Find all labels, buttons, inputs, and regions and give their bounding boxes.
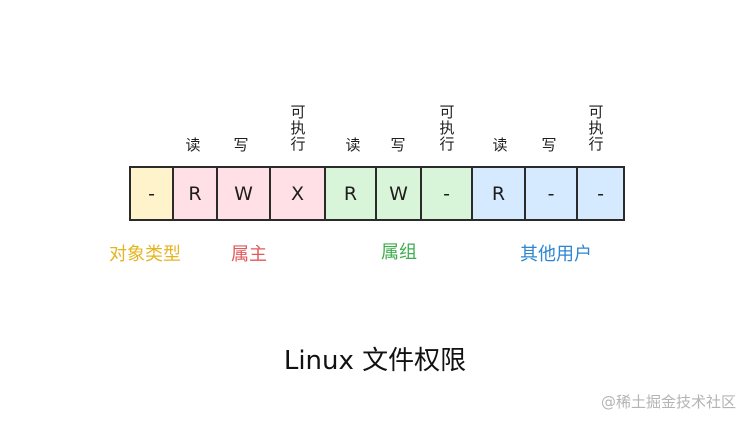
header-owner-write: 写 xyxy=(233,136,249,154)
cell-other-exec: - xyxy=(576,166,625,221)
header-owner-exec: 可 执 行 xyxy=(290,103,306,153)
header-other-read: 读 xyxy=(492,136,508,154)
cell-owner-read: R xyxy=(172,166,218,221)
cell-owner-write: W xyxy=(216,166,271,221)
cell-file-type: - xyxy=(129,166,174,221)
header-group-read: 读 xyxy=(345,136,361,154)
cell-other-write: - xyxy=(524,166,578,221)
header-group-write: 写 xyxy=(390,136,406,154)
group-label-other: 其他用户 xyxy=(520,244,592,265)
cell-other-read: R xyxy=(471,166,526,221)
group-label-owner: 属主 xyxy=(231,244,267,265)
group-label-type: 对象类型 xyxy=(109,244,181,265)
diagram-title: Linux 文件权限 xyxy=(283,346,467,376)
header-group-exec: 可 执 行 xyxy=(439,103,455,153)
header-other-exec: 可 执 行 xyxy=(588,103,604,153)
cell-group-read: R xyxy=(324,166,377,221)
cell-group-exec: - xyxy=(420,166,473,221)
cell-owner-exec: X xyxy=(269,166,326,221)
watermark: @稀土掘金技术社区 xyxy=(600,393,736,411)
header-other-write: 写 xyxy=(541,136,557,154)
group-label-group: 属组 xyxy=(381,242,417,263)
cell-group-write: W xyxy=(375,166,422,221)
header-owner-read: 读 xyxy=(185,136,201,154)
